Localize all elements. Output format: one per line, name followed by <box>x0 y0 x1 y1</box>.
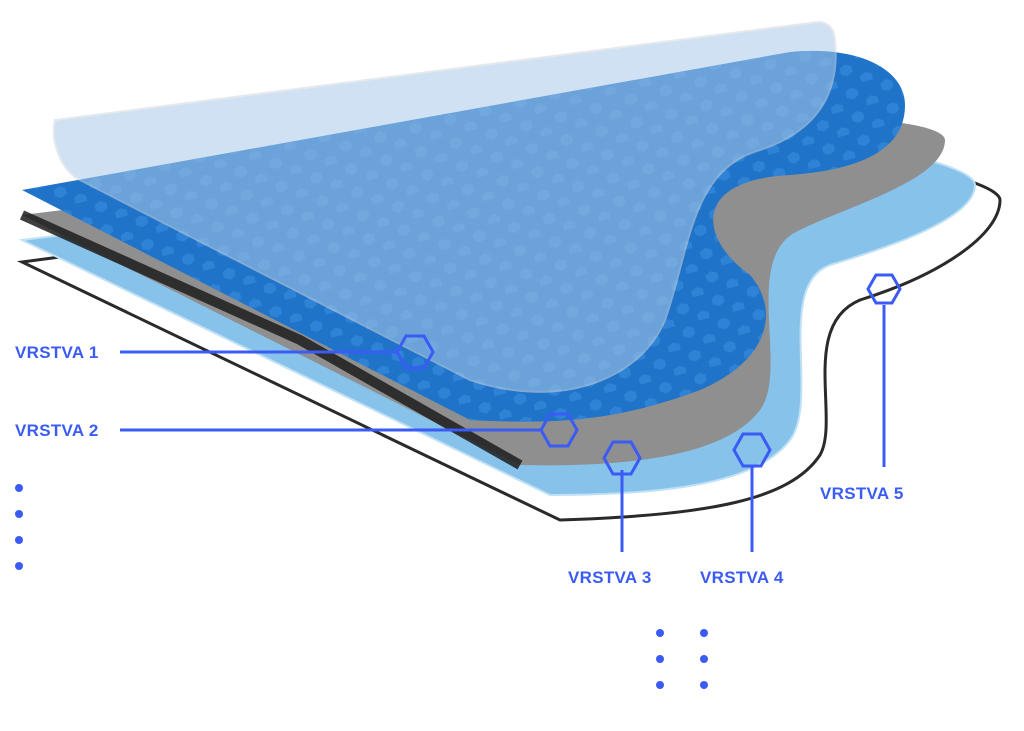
bullet-dot <box>15 484 23 492</box>
hex-marker-2 <box>539 412 579 448</box>
layer-5-label: VRSTVA 5 <box>820 484 904 503</box>
layer-3-label: VRSTVA 3 <box>568 568 652 587</box>
layer-2-bullet <box>15 475 37 501</box>
hex-marker-3 <box>602 440 642 476</box>
layer-3-bullet <box>642 620 664 646</box>
layer-4-label: VRSTVA 4 <box>700 568 784 587</box>
layer-2-bullet-list <box>15 475 37 579</box>
hex-marker-1 <box>395 334 435 370</box>
bullet-dot <box>15 536 23 544</box>
layer-3-bullet-list <box>642 620 664 698</box>
layer-4-bullet <box>700 646 722 672</box>
bullet-dot <box>656 681 664 689</box>
bullet-dot <box>656 629 664 637</box>
layer-3-bullet <box>642 672 664 698</box>
layer-3-bullet <box>642 646 664 672</box>
hex-marker-5 <box>866 273 902 305</box>
bullet-dot <box>15 562 23 570</box>
layer-3-edge <box>19 210 523 470</box>
layer-2-bullet <box>15 553 37 579</box>
layer-2-bullet <box>15 527 37 553</box>
bullet-dot <box>700 681 708 689</box>
bullet-dot <box>700 629 708 637</box>
layer-4-bullet <box>700 672 722 698</box>
hex-marker-4 <box>732 432 772 468</box>
layer-4-bullet <box>700 620 722 646</box>
bullet-dot <box>700 655 708 663</box>
layer-2-bullet <box>15 501 37 527</box>
layer-4-bullet-list <box>700 620 722 698</box>
bullet-dot <box>656 655 664 663</box>
bullet-dot <box>15 510 23 518</box>
protective-film <box>52 20 837 393</box>
layer-1-label: VRSTVA 1 <box>15 343 99 362</box>
layer-2-label: VRSTVA 2 <box>15 421 99 440</box>
